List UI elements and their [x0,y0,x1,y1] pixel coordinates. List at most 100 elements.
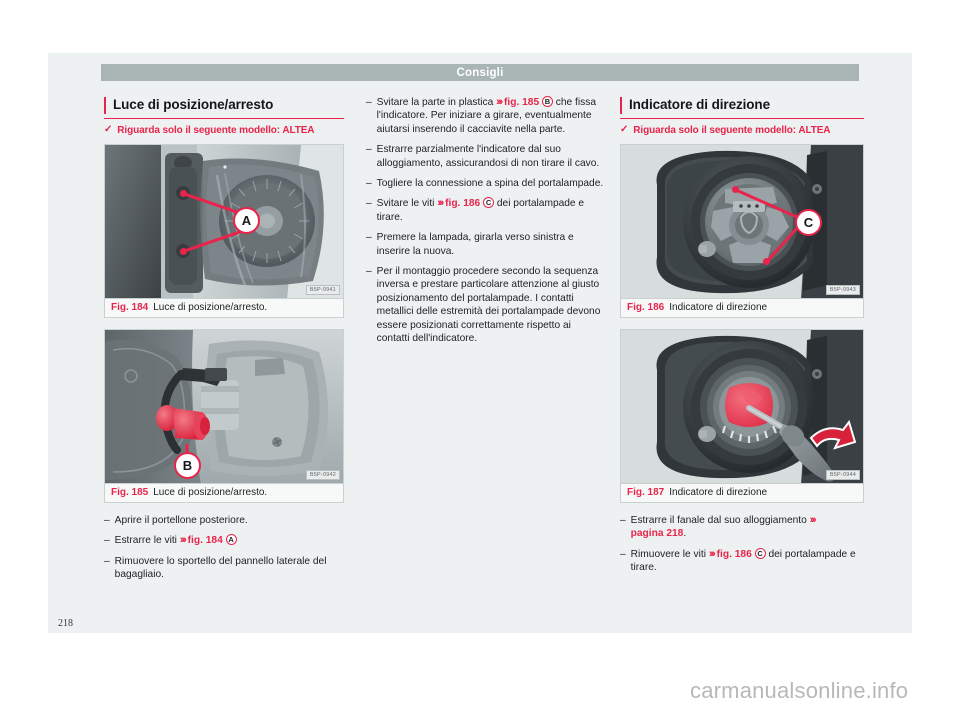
figure-185-image: B B5P-0942 [104,329,344,484]
page-reference[interactable]: pagina 218 [630,528,684,540]
list-item: – Estrarre parzialmente l'indicatore dal… [366,143,606,170]
right-instruction-list: – Estrarre il fanale dal suo alloggiamen… [620,514,864,575]
figure-185-caption-text: Luce di posizione/arresto. [153,487,268,498]
callout-marker-c: C [795,209,822,236]
figure-reference[interactable]: fig. 186 [445,198,481,210]
list-item-text: Estrarre le viti [114,535,180,547]
list-item-text: Premere la lampada, girarla verso sinist… [376,232,574,257]
list-dash: – [620,548,626,560]
leader-dot [763,258,770,265]
reference-arrows-icon: ››› [809,514,817,526]
figure-184-image: A B5P-0941 [104,144,344,299]
reference-arrows-icon: ››› [437,197,444,210]
callout-marker-a-label: A [241,213,252,228]
applies-note-right: ✓ Riguarda solo il seguente modello: ALT… [620,124,864,137]
figure-186-caption-text: Indicatore di direzione [669,302,768,313]
figure-185-caption: Fig. 185 Luce di posizione/arresto. [104,484,344,503]
list-item-text-cont: dei portalampade e tirare. [376,198,585,223]
list-dash: – [104,535,110,547]
list-item-text: Per il montaggio procedere secondo la se… [376,266,601,345]
callout-ref-c: C [754,547,766,559]
list-item-text: Svitare le viti [376,198,438,210]
list-item-text: Svitare la parte in plastica [376,97,497,108]
list-item: – Rimuovere le viti ››› fig. 186 C dei p… [620,547,864,575]
list-dash: – [366,97,372,108]
callout-marker-c-label: C [803,215,814,230]
list-item-text: Rimuovere le viti [630,548,709,560]
applies-note-left: ✓ Riguarda solo il seguente modello: ALT… [104,125,344,137]
figure-186-number: Fig. 186 [627,302,665,313]
reference-arrows-icon: ››› [179,534,187,547]
taillight-screws-illustration [105,145,343,298]
figure-187-number: Fig. 187 [627,487,665,498]
list-item: – Estrarre le viti ››› fig. 184 A [104,534,344,547]
list-item: – Rimuovere lo sportello del pannello la… [104,555,344,582]
list-dash: – [104,555,110,567]
list-item-text: Estrarre parzialmente l'indicatore dal s… [376,144,600,169]
list-dash: – [366,198,372,210]
section-title-left: Luce di posizione/arresto [113,97,274,112]
callout-ref-c: C [483,197,495,209]
figure-186-code: B5P-0943 [825,285,860,295]
callout-marker-a: A [233,207,260,234]
list-dash: – [366,266,372,278]
figure-185: B B5P-0942 Fig. 185 Luce di posizione/ar… [104,329,344,503]
page-header-bar: Consigli [101,64,859,81]
section-title-right: Indicatore di direzione [629,97,770,112]
figure-185-code: B5P-0942 [305,470,340,480]
list-item-text: Togliere la connessione a spina del port… [376,178,604,190]
list-item-text: Aprire il portellone posteriore. [114,515,248,526]
list-item-text-cont: che fissa l'indicatore. Per iniziare a g… [376,97,596,135]
callout-ref-a: A [225,534,237,546]
figure-184-caption: Fig. 184 Luce di posizione/arresto. [104,299,344,318]
list-item: – Per il montaggio procedere secondo la … [366,265,606,345]
middle-instruction-list: – Svitare la parte in plastica ››› fig. … [366,96,606,346]
applies-note-right-text: Riguarda solo il seguente modello: ALTEA [633,125,831,136]
figure-187-image: B5P-0944 [620,329,864,484]
turn-indicator-bulbholder-illustration [621,145,863,298]
figure-184-code: B5P-0941 [305,285,340,295]
figure-185-number: Fig. 185 [111,487,149,498]
section-heading-right: Indicatore di direzione [620,96,864,119]
figure-187: B5P-0944 Fig. 187 Indicatore di direzion… [620,329,864,503]
list-item: – Estrarre il fanale dal suo alloggiamen… [620,514,864,541]
list-item-text-cont: dei portalampade e tirare. [630,548,856,574]
reference-arrows-icon: ››› [708,547,716,560]
turn-indicator-bulb-twist-illustration [621,330,863,483]
check-icon: ✓ [620,124,629,135]
list-item: – Togliere la connessione a spina del po… [366,177,606,190]
column-middle: – Svitare la parte in plastica ››› fig. … [366,96,606,353]
figure-reference[interactable]: fig. 185 [504,97,540,108]
list-item: – Premere la lampada, girarla verso sini… [366,231,606,258]
column-left: Luce di posizione/arresto ✓ Riguarda sol… [104,96,344,589]
leader-dot [180,190,187,197]
leader-dot [180,248,187,255]
list-dash: – [104,515,110,526]
figure-187-caption: Fig. 187 Indicatore di direzione [620,484,864,503]
page-header-title: Consigli [456,66,504,79]
list-item: – Aprire il portellone posteriore. [104,514,344,527]
left-instruction-list: – Aprire il portellone posteriore. – Est… [104,514,344,582]
figure-186-image: C B5P-0943 [620,144,864,299]
figure-reference[interactable]: fig. 184 [187,535,223,547]
figure-184: A B5P-0941 Fig. 184 Luce di posizione/ar… [104,144,344,318]
figure-187-code: B5P-0944 [825,470,860,480]
column-right: Indicatore di direzione ✓ Riguarda solo … [620,96,864,582]
page-number: 218 [58,618,73,629]
list-dash: – [620,515,626,526]
callout-marker-b: B [174,452,201,479]
leader-dot [732,186,739,193]
reference-arrows-icon: ››› [496,96,503,108]
list-item-text-cont: . [683,528,687,540]
site-watermark: carmanualsonline.info [690,678,909,703]
figure-186: C B5P-0943 Fig. 186 Indicatore di direzi… [620,144,864,318]
list-item-text: Rimuovere lo sportello del pannello late… [114,555,327,581]
plastic-nut-connector-illustration [105,330,343,483]
figure-186-caption: Fig. 186 Indicatore di direzione [620,299,864,318]
figure-184-caption-text: Luce di posizione/arresto. [153,302,268,313]
callout-marker-b-label: B [182,458,193,473]
figure-reference[interactable]: fig. 186 [716,548,752,560]
list-dash: – [366,144,372,156]
list-item-text: Estrarre il fanale dal suo alloggiamento [630,515,810,526]
list-dash: – [366,232,372,244]
